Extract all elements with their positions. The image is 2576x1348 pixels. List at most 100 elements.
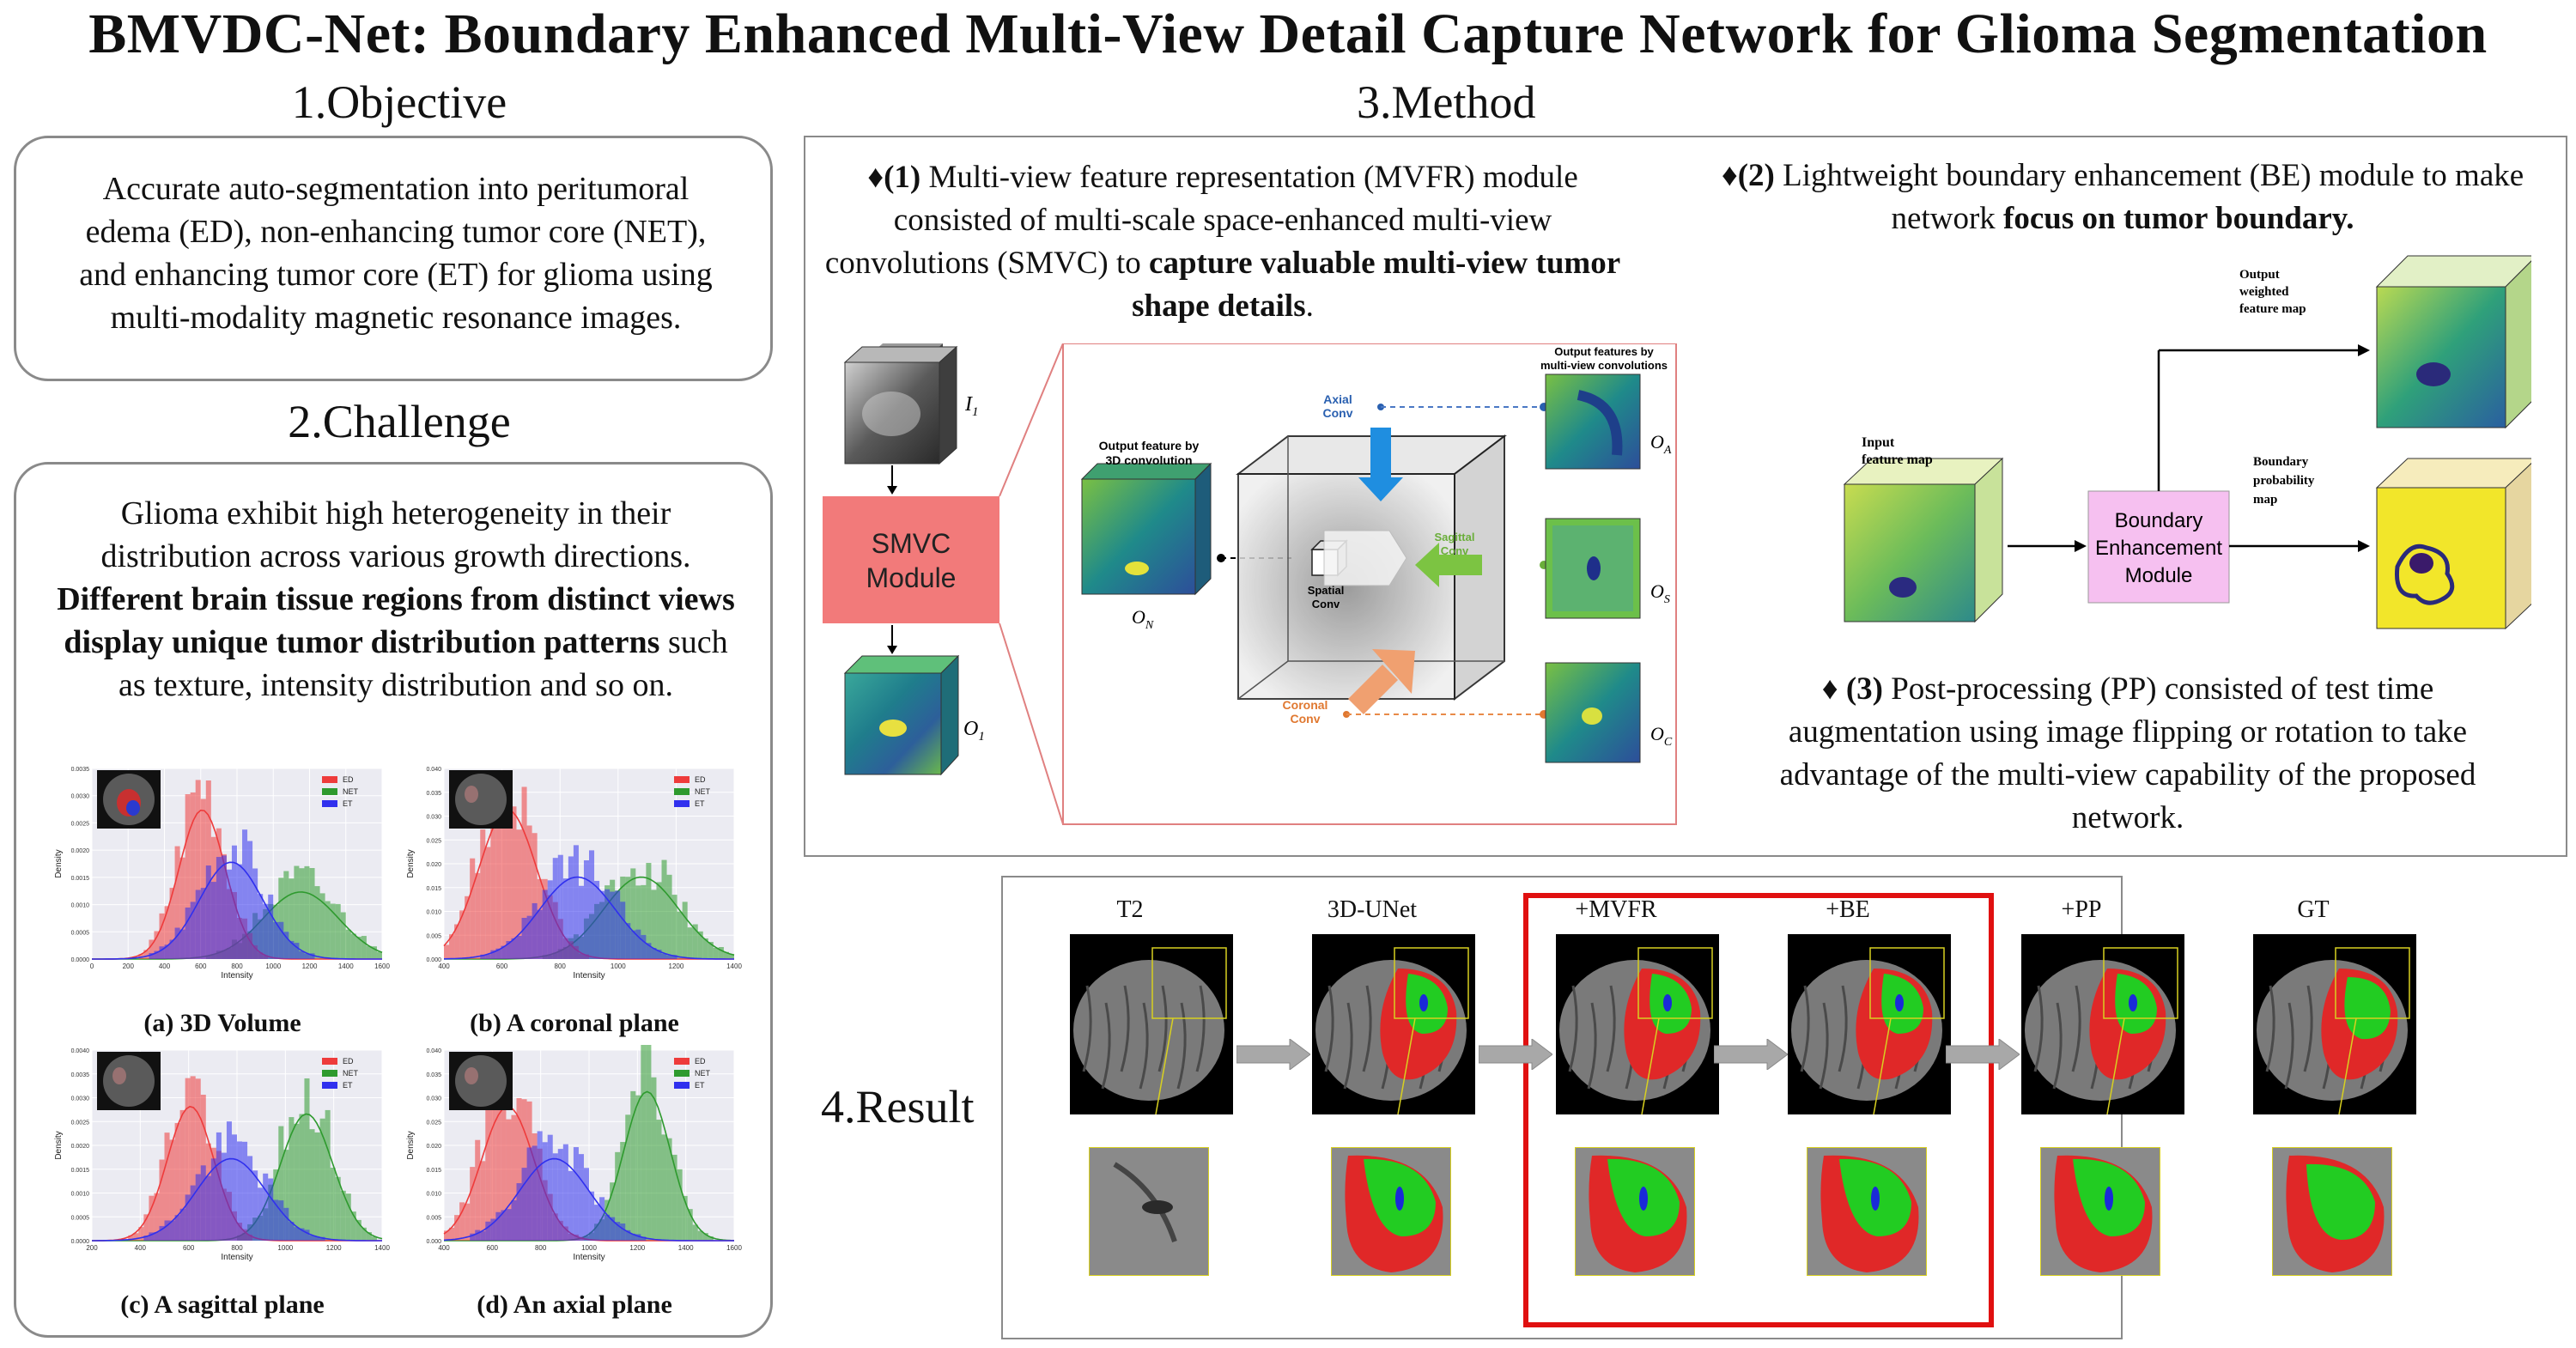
histogram-bar-et: [542, 1142, 548, 1241]
histogram-bar-net: [371, 1236, 377, 1241]
result-slice-image: [2253, 934, 2416, 1114]
legend-label-ed: ED: [695, 1057, 706, 1066]
be-text-bold: focus on tumor boundary.: [2003, 201, 2354, 236]
histogram-bar-et: [521, 1168, 527, 1241]
be-module-label-2: Enhancement: [2095, 537, 2222, 560]
be-weighted-cube: [2375, 255, 2531, 429]
smvc-module-label-1: SMVC: [872, 528, 951, 559]
histogram-bar-et: [190, 1185, 196, 1241]
histogram-bar-net: [340, 1190, 346, 1241]
histogram-bar-et: [568, 856, 574, 959]
legend-label-net: NET: [343, 787, 359, 796]
histogram-bar-et: [237, 864, 243, 959]
y-tick-label: 0.040: [426, 1048, 441, 1054]
feature-map-oa: [1545, 373, 1641, 470]
brain-thumbnail: [97, 1052, 161, 1110]
x-tick-label: 1000: [581, 1244, 597, 1252]
histogram-bar-et: [263, 1173, 269, 1241]
histogram-bar-et: [506, 941, 512, 959]
histogram-bar-net: [692, 1224, 698, 1241]
result-slice-image: [1788, 934, 1951, 1114]
histogram-bar-et: [568, 1170, 574, 1241]
brain-thumbnail: [449, 1052, 513, 1110]
histogram-bar-et: [620, 1224, 626, 1241]
x-tick-label: 1600: [374, 962, 390, 970]
histogram-bar-et: [594, 1205, 600, 1241]
histogram-bar-et: [542, 890, 548, 959]
histogram-bar-et: [532, 902, 538, 959]
histogram-bar-ed: [516, 829, 522, 959]
histogram-bar-net: [335, 1176, 341, 1241]
density-curve-et: [443, 1157, 734, 1242]
y-tick-label: 0.020: [426, 1144, 441, 1150]
histogram-bar-et: [630, 930, 636, 959]
histogram-bar-ed: [470, 1167, 476, 1241]
histogram-bar-ed: [128, 1235, 134, 1241]
i1-label: I1: [964, 393, 979, 419]
histogram-bar-net: [350, 1211, 356, 1241]
x-tick-label: 200: [86, 1244, 98, 1252]
x-tick-label: 800: [555, 962, 567, 970]
histogram-bar-net: [666, 1138, 672, 1241]
histogram-bar-net: [697, 1230, 703, 1241]
input-cube-i1-face: [843, 345, 958, 465]
y-tick-label: 0.025: [426, 838, 441, 844]
histogram-bar-et: [242, 1141, 248, 1241]
y-tick-label: 0.0025: [71, 1120, 90, 1126]
histogram-bar-et: [651, 948, 657, 959]
y-tick-label: 0.0015: [71, 1168, 90, 1174]
histogram-bar-net: [361, 1227, 367, 1241]
histogram-bar-net: [304, 1078, 310, 1241]
histogram-bar-et: [273, 922, 279, 959]
result-column-label: +MVFR: [1575, 896, 1657, 923]
histogram-bar-et: [630, 1233, 636, 1241]
legend-swatch-net: [674, 1070, 690, 1077]
histogram-bar-net: [656, 1120, 662, 1241]
coronal-conv-label-1: Coronal: [1283, 698, 1328, 712]
histogram-bar-et: [526, 1147, 532, 1241]
histogram-bar-et: [169, 939, 175, 959]
y-axis-label: Density: [406, 1131, 416, 1159]
histogram-bar-ed: [195, 780, 201, 959]
histogram-bar-et: [635, 1234, 641, 1241]
histogram-bar-et: [149, 1232, 155, 1241]
histogram-bar-net: [319, 893, 325, 959]
spatial-conv-label-1: Spatial: [1308, 584, 1345, 597]
histogram-bar-et: [299, 1228, 305, 1241]
smvc-module-label-2: Module: [866, 562, 957, 593]
density-curve-et: [92, 861, 382, 960]
histogram-bar-net: [330, 1168, 336, 1241]
mvfr-description: ♦(1) Multi-view feature representation (…: [819, 156, 1626, 328]
result-slice-image: [1556, 934, 1719, 1114]
y-tick-label: 0.030: [426, 1096, 441, 1102]
histogram-bar-ed: [454, 924, 460, 959]
x-tick-label: 600: [487, 1244, 499, 1252]
histogram-bar-net: [278, 877, 284, 959]
histogram-bar-et: [562, 878, 568, 959]
histogram-bar-net: [355, 936, 361, 959]
histogram-bar-net: [687, 927, 693, 959]
histogram-bar-et: [516, 1183, 522, 1241]
y-tick-label: 0.010: [426, 910, 441, 916]
histogram-bar-net: [682, 1195, 688, 1241]
y-tick-label: 0.0030: [71, 1096, 90, 1102]
histogram-bar-net: [625, 1114, 631, 1241]
y-tick-label: 0.0000: [71, 1239, 90, 1245]
result-column-label: GT: [2297, 896, 2330, 923]
chart-a-caption: (a) 3D Volume: [143, 1009, 301, 1037]
legend-swatch-ed: [674, 1058, 690, 1065]
histogram-bar-net: [299, 868, 305, 959]
y-tick-label: 0.0020: [71, 1144, 90, 1150]
histogram-bar-et: [562, 1144, 568, 1241]
histogram-bar-net: [702, 1233, 708, 1241]
histogram-bar-et: [179, 929, 185, 959]
histogram-bar-net: [289, 1117, 295, 1241]
histogram-bar-ed: [444, 944, 450, 959]
result-zoom-image: [2272, 1147, 2392, 1276]
histogram-bar-net: [651, 890, 657, 959]
x-tick-label: 200: [123, 962, 135, 970]
histogram-bar-et: [283, 1207, 289, 1241]
histogram-bar-et: [294, 943, 300, 959]
o1-label: O1: [963, 718, 985, 744]
histogram-bar-net: [304, 865, 310, 959]
